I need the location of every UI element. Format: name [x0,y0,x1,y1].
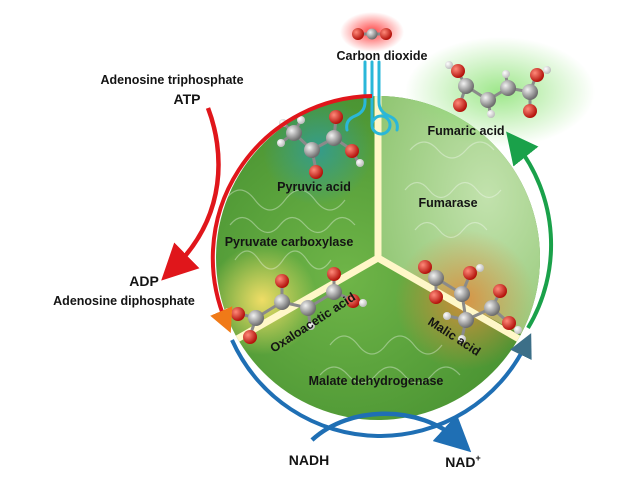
co2-label: Carbon dioxide [337,49,428,63]
pyruvate-carboxylase-label: Pyruvate carboxylase [225,235,354,249]
adp-full-label: Adenosine diphosphate [53,294,195,308]
carboxylation-arc-arrow [210,94,373,334]
nadh-label: NADH [289,452,329,468]
atp-to-adp-arrow [161,107,221,281]
nadh-to-nad-arrow [310,411,472,453]
fumarase-arc-arrow [506,131,554,330]
malate-dehydrogenase-arc-arrow [230,333,532,438]
nad-label: NAD+ [445,453,481,470]
fumaric-acid-molecule-icon [445,61,551,118]
nad-superscript: + [476,453,481,463]
adp-label: ADP [129,273,159,289]
co2-molecule-icon [340,12,404,52]
fumarase-label: Fumarase [418,196,477,210]
co2-inlet-tube-icon [345,60,399,136]
malic-acid-molecule-icon [418,260,522,343]
protein-structure-texture [224,141,502,384]
oxaloacetic-acid-molecule-icon [224,267,367,344]
malate-dehydrogenase-label: Malate dehydrogenase [309,374,444,388]
atp-label: ATP [174,91,201,107]
pyruvic-acid-molecule-icon [277,110,364,179]
fumaric-acid-label: Fumaric acid [427,124,504,138]
atp-full-label: Adenosine triphosphate [100,73,243,87]
pyruvic-acid-label: Pyruvic acid [277,180,351,194]
nad-base-text: NAD [445,454,475,470]
